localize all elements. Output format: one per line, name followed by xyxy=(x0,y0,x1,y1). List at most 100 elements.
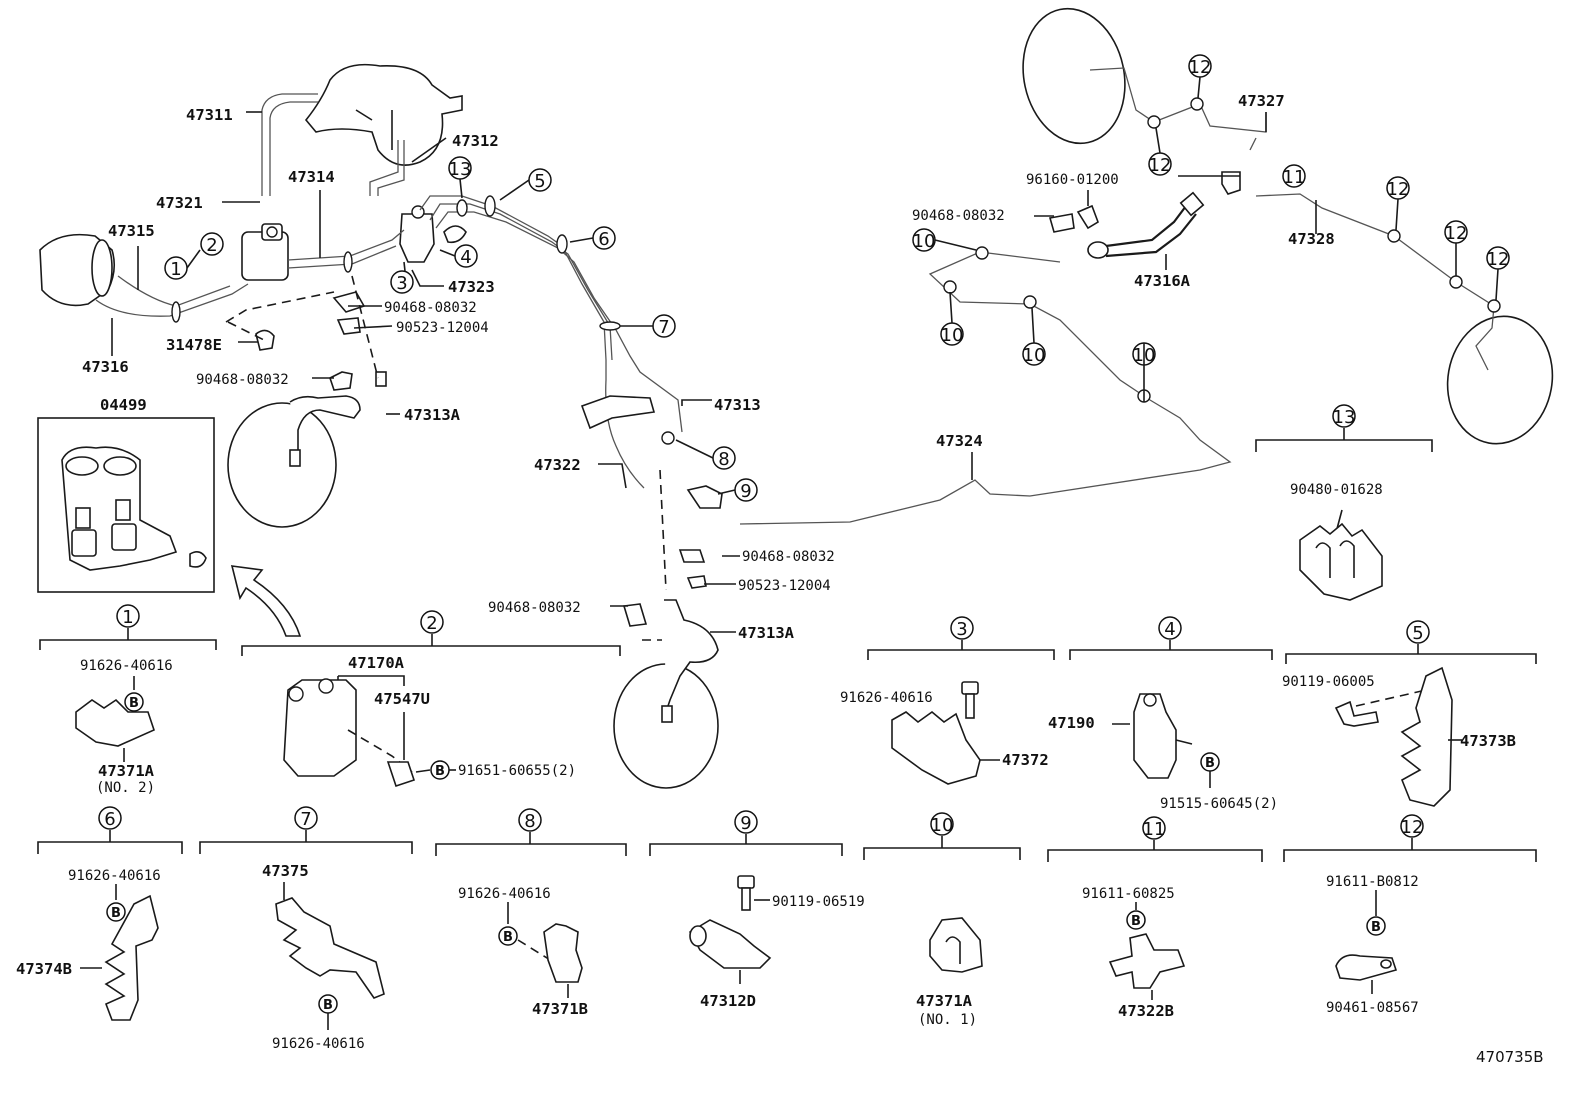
label-90523-a: 90523-12004 xyxy=(396,320,489,336)
svg-text:90119-06519: 90119-06519 xyxy=(772,894,865,910)
group-header-9: 9 xyxy=(734,810,758,834)
group-5-clamp-47373B: 90119-06005 47373B xyxy=(1282,666,1516,807)
svg-text:5: 5 xyxy=(1412,623,1423,644)
svg-text:47373B: 47373B xyxy=(1460,732,1516,750)
callout-1-main: 1 xyxy=(164,256,188,280)
clamp-markers xyxy=(171,97,1501,445)
svg-text:12: 12 xyxy=(1149,155,1172,176)
svg-text:47322B: 47322B xyxy=(1118,1002,1174,1020)
group-header-7: 7 xyxy=(294,806,318,830)
svg-text:4: 4 xyxy=(460,247,471,268)
b-mark: B xyxy=(1200,752,1220,772)
svg-text:47170A: 47170A xyxy=(348,654,405,672)
svg-text:11: 11 xyxy=(1143,819,1166,840)
svg-text:10: 10 xyxy=(931,815,954,836)
group-header-10: 10 xyxy=(930,812,954,836)
svg-text:91611-60825: 91611-60825 xyxy=(1082,886,1175,902)
b-mark: B xyxy=(106,902,126,922)
callout-11-main: 11 xyxy=(1282,164,1306,188)
callout-10-a: 10 xyxy=(912,228,936,252)
label-47316: 47316 xyxy=(82,358,129,376)
callout-6-main: 6 xyxy=(592,226,616,250)
svg-text:91626-40616: 91626-40616 xyxy=(272,1036,365,1052)
group-7-clamp-47375: 47375 B 91626-40616 xyxy=(262,862,385,1052)
b-mark: B xyxy=(1126,910,1146,930)
svg-text:90119-06005: 90119-06005 xyxy=(1282,674,1375,690)
svg-text:13: 13 xyxy=(449,159,472,180)
label-47311: 47311 xyxy=(186,106,233,124)
label-47322: 47322 xyxy=(534,456,581,474)
callout-8-main: 8 xyxy=(712,446,736,470)
svg-text:2: 2 xyxy=(426,613,437,634)
b-mark: B xyxy=(430,760,450,780)
svg-text:12: 12 xyxy=(1189,57,1212,78)
svg-text:13: 13 xyxy=(1333,407,1356,428)
svg-text:B: B xyxy=(435,764,445,779)
group-2-valve-47170A: 47170A 47547U B 91651-60655(2) xyxy=(283,654,576,788)
svg-text:3: 3 xyxy=(396,273,407,294)
svg-text:(NO. 1): (NO. 1) xyxy=(918,1012,977,1028)
callout-4-main: 4 xyxy=(454,244,478,268)
svg-text:7: 7 xyxy=(300,809,311,830)
svg-text:B: B xyxy=(1371,920,1381,935)
b-mark: B xyxy=(498,926,518,946)
svg-text:47190: 47190 xyxy=(1048,714,1095,732)
label-90468-c: 90468-08032 xyxy=(742,549,835,565)
group-header-1: 1 xyxy=(116,604,140,628)
svg-text:12: 12 xyxy=(1445,223,1468,244)
callout-12-d: 12 xyxy=(1444,220,1468,244)
brake-tubes-main xyxy=(95,93,1232,525)
wheel-cylinder-front-left xyxy=(227,371,387,528)
group-header-8: 8 xyxy=(518,808,542,832)
label-31478E: 31478E xyxy=(166,336,222,354)
label-90468-d: 90468-08032 xyxy=(488,600,581,616)
label-90468-e: 90468-08032 xyxy=(912,208,1005,224)
svg-text:9: 9 xyxy=(740,813,751,834)
svg-text:47371A: 47371A xyxy=(916,992,973,1010)
label-90523-b: 90523-12004 xyxy=(738,578,831,594)
label-47313A-b: 47313A xyxy=(738,624,795,642)
svg-text:B: B xyxy=(1205,756,1215,771)
diagram-code: 470735B xyxy=(1476,1048,1544,1066)
callout-9-main: 9 xyxy=(734,478,758,502)
group-header-3: 3 xyxy=(950,616,974,640)
group-header-4: 4 xyxy=(1158,616,1182,640)
svg-text:91515-60645(2): 91515-60645(2) xyxy=(1160,796,1278,812)
svg-text:10: 10 xyxy=(913,231,936,252)
label-47312: 47312 xyxy=(452,132,499,150)
svg-text:9: 9 xyxy=(740,481,751,502)
svg-text:91626-40616: 91626-40616 xyxy=(840,690,933,706)
callout-12-a: 12 xyxy=(1188,54,1212,78)
svg-text:2: 2 xyxy=(206,235,217,256)
callout-10-b: 10 xyxy=(940,322,964,346)
group-header-6: 6 xyxy=(98,806,122,830)
callout-13-main: 13 xyxy=(448,156,472,180)
svg-text:10: 10 xyxy=(1023,345,1046,366)
svg-text:5: 5 xyxy=(534,171,545,192)
callout-5-main: 5 xyxy=(528,168,552,192)
group-10-clamp-47371A: 47371A (NO. 1) xyxy=(916,917,983,1028)
group-1-clamp-47371A: 91626-40616 B 47371A (NO. 2) xyxy=(75,658,173,796)
svg-text:47375: 47375 xyxy=(262,862,309,880)
group-header-2: 2 xyxy=(420,610,444,634)
mid-section-parts xyxy=(580,395,723,589)
svg-text:47547U: 47547U xyxy=(374,690,430,708)
svg-text:(NO. 2): (NO. 2) xyxy=(96,780,155,796)
svg-text:B: B xyxy=(129,696,139,711)
svg-text:8: 8 xyxy=(524,811,535,832)
label-47323: 47323 xyxy=(448,278,495,296)
svg-text:90480-01628: 90480-01628 xyxy=(1290,482,1383,498)
group-3-clamp-47372: 91626-40616 47372 xyxy=(840,681,1049,785)
svg-text:90461-08567: 90461-08567 xyxy=(1326,1000,1419,1016)
label-47327: 47327 xyxy=(1238,92,1285,110)
svg-text:91611-B0812: 91611-B0812 xyxy=(1326,874,1419,890)
group-13-clamp: 90480-01628 xyxy=(1290,482,1383,601)
label-47313: 47313 xyxy=(714,396,761,414)
group-4-valve-47190: 47190 B 91515-60645(2) xyxy=(1048,693,1278,812)
group-header-13: 13 xyxy=(1332,404,1356,428)
svg-text:6: 6 xyxy=(104,809,115,830)
label-leaders xyxy=(111,111,1343,633)
svg-text:10: 10 xyxy=(941,325,964,346)
svg-text:47371A: 47371A xyxy=(98,762,155,780)
